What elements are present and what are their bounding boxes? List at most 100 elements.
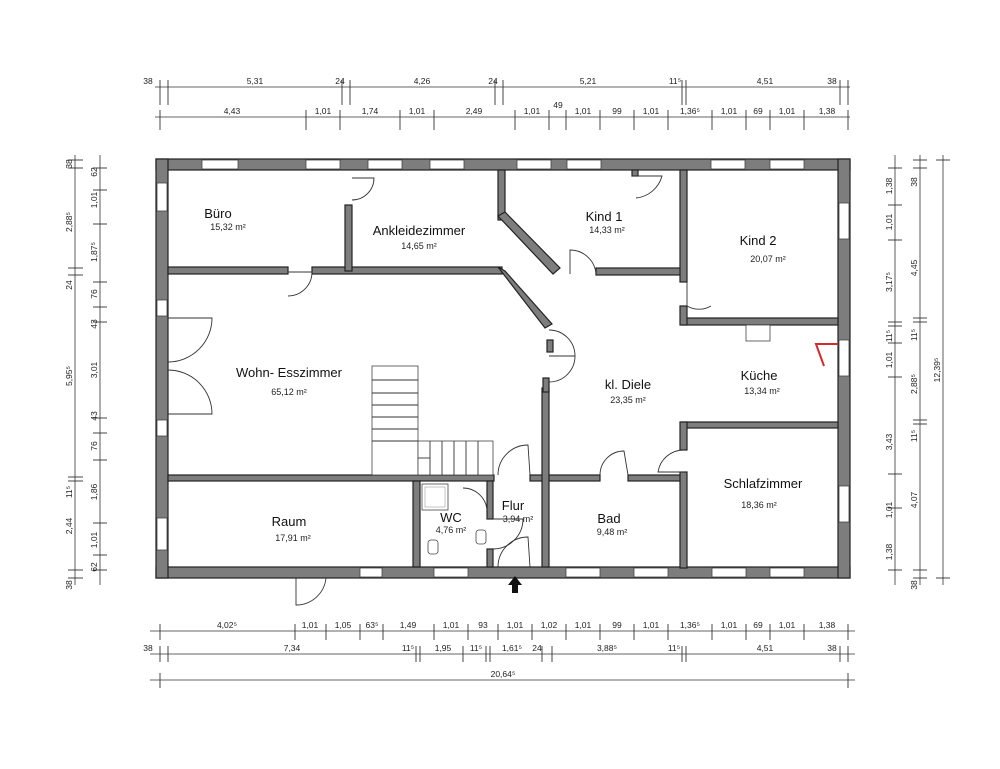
dim-text: 4,43 bbox=[224, 106, 241, 116]
dim-text: 24 bbox=[335, 76, 345, 86]
dim-text: 99 bbox=[612, 620, 622, 630]
dim-text: 1,01 bbox=[89, 191, 99, 208]
dim-text: 38 bbox=[143, 76, 153, 86]
dim-text: 1,01 bbox=[315, 106, 332, 116]
dim-text: 3,01 bbox=[89, 361, 99, 378]
dim-text: 76 bbox=[89, 441, 99, 451]
room-area-raum: 17,91 m² bbox=[275, 533, 311, 543]
dim-text: 1,38 bbox=[819, 106, 836, 116]
dim-text: 5,21 bbox=[580, 76, 597, 86]
dim-text: 38 bbox=[64, 580, 74, 590]
dim-text: 69 bbox=[753, 106, 763, 116]
dim-text: 1,01 bbox=[409, 106, 426, 116]
dim-text: 38 bbox=[909, 580, 919, 590]
dim-text: 1,01 bbox=[443, 620, 460, 630]
dim-text: 1,01 bbox=[884, 501, 894, 518]
dim-text: 11⁵ bbox=[470, 643, 482, 653]
dim-text: 1,87⁵ bbox=[89, 242, 99, 262]
dim-text: 24 bbox=[488, 76, 498, 86]
dim-text: 62 bbox=[89, 167, 99, 177]
dim-text: 11⁵ bbox=[909, 430, 919, 442]
dim-text: 4,07 bbox=[909, 491, 919, 508]
dim-text: 3,17⁵ bbox=[884, 272, 894, 292]
dim-text: 4,51 bbox=[757, 76, 774, 86]
dim-text: 76 bbox=[89, 289, 99, 299]
dim-text: 4,51 bbox=[757, 643, 774, 653]
dim-text: 12,39⁵ bbox=[932, 358, 942, 383]
room-area-kueche: 13,34 m² bbox=[744, 386, 780, 396]
dim-text: 62 bbox=[89, 562, 99, 572]
dim-text: 38 bbox=[827, 76, 837, 86]
dim-text: 69 bbox=[753, 620, 763, 630]
dim-text: 1,01 bbox=[89, 531, 99, 548]
room-area-wc: 4,76 m² bbox=[436, 525, 467, 535]
dim-text: 43 bbox=[89, 319, 99, 329]
dim-text: 1,05 bbox=[335, 620, 352, 630]
dim-text: 1,01 bbox=[302, 620, 319, 630]
top-dimension-chains: 38 5,31 24 4,26 24 5,21 11⁵ 4,51 38 4,43… bbox=[143, 76, 850, 130]
dim-text: 1,36⁵ bbox=[680, 620, 700, 630]
room-area-diele: 23,35 m² bbox=[610, 395, 646, 405]
dim-text: 11⁵ bbox=[668, 643, 680, 653]
dim-text: 43 bbox=[89, 411, 99, 421]
room-name-bad: Bad bbox=[597, 511, 620, 526]
dim-text: 1,01 bbox=[575, 106, 592, 116]
dim-text: 1,49 bbox=[400, 620, 417, 630]
room-area-wohnen: 65,12 m² bbox=[271, 387, 307, 397]
dim-text: 1,36⁵ bbox=[680, 106, 700, 116]
windows bbox=[156, 159, 850, 578]
dim-text: 1,01 bbox=[779, 620, 796, 630]
dim-text: 1,95 bbox=[435, 643, 452, 653]
dim-text: 1,01 bbox=[524, 106, 541, 116]
room-name-raum: Raum bbox=[272, 514, 307, 529]
dim-text: 1,01 bbox=[779, 106, 796, 116]
room-name-diele: kl. Diele bbox=[605, 377, 651, 392]
walls bbox=[155, 158, 851, 579]
dim-text: 5,95⁵ bbox=[64, 366, 74, 386]
dim-text: 11⁵ bbox=[64, 486, 74, 498]
dim-text: 49 bbox=[553, 100, 563, 110]
dim-text: 1,01 bbox=[721, 106, 738, 116]
dim-text: 11⁵ bbox=[909, 329, 919, 341]
dim-text: 93 bbox=[478, 620, 488, 630]
dim-text: 1,01 bbox=[575, 620, 592, 630]
room-name-wohnen: Wohn- Esszimmer bbox=[236, 365, 343, 380]
room-area-bad: 9,48 m² bbox=[597, 527, 628, 537]
dim-text: 1,01 bbox=[643, 620, 660, 630]
left-dimension-chains: 38 2,88⁵ 24 5,95⁵ 11⁵ 2,44 38 62 1,01 1,… bbox=[64, 155, 107, 590]
dim-text: 3,43 bbox=[884, 433, 894, 450]
dim-text: 1,38 bbox=[884, 543, 894, 560]
dim-text: 1,01 bbox=[884, 351, 894, 368]
dim-text: 4,45 bbox=[909, 259, 919, 276]
room-name-buero: Büro bbox=[204, 206, 231, 221]
dim-text: 3,88⁵ bbox=[597, 643, 617, 653]
dim-text: 1,86 bbox=[89, 483, 99, 500]
room-labels: Büro 15,32 m² Ankleidezimmer 14,65 m² Ki… bbox=[204, 206, 803, 543]
room-name-kind1: Kind 1 bbox=[586, 209, 623, 224]
wc-fixtures bbox=[421, 483, 487, 555]
dim-text: 1,74 bbox=[362, 106, 379, 116]
room-name-kind2: Kind 2 bbox=[740, 233, 777, 248]
staircase bbox=[371, 365, 494, 476]
dim-text: 1,01 bbox=[507, 620, 524, 630]
room-area-kind2: 20,07 m² bbox=[750, 254, 786, 264]
dim-text: 38 bbox=[827, 643, 837, 653]
room-area-buero: 15,32 m² bbox=[210, 222, 246, 232]
room-name-schlaf: Schlafzimmer bbox=[724, 476, 803, 491]
dim-text: 1,61⁵ bbox=[502, 643, 522, 653]
doors bbox=[167, 175, 838, 606]
dim-text: 5,31 bbox=[247, 76, 264, 86]
dim-text: 11⁵ bbox=[402, 643, 414, 653]
dim-text: 38 bbox=[909, 177, 919, 187]
dim-text: 4,26 bbox=[414, 76, 431, 86]
room-area-schlaf: 18,36 m² bbox=[741, 500, 777, 510]
dim-text: 24 bbox=[532, 643, 542, 653]
dim-text: 4,02⁵ bbox=[217, 620, 237, 630]
room-area-flur: 3,94 m² bbox=[503, 514, 534, 524]
dim-text: 38 bbox=[143, 643, 153, 653]
room-area-ankleide: 14,65 m² bbox=[401, 241, 437, 251]
dim-text: 2,44 bbox=[64, 517, 74, 534]
dim-text: 38 bbox=[64, 159, 74, 169]
dim-text: 1,38 bbox=[884, 177, 894, 194]
